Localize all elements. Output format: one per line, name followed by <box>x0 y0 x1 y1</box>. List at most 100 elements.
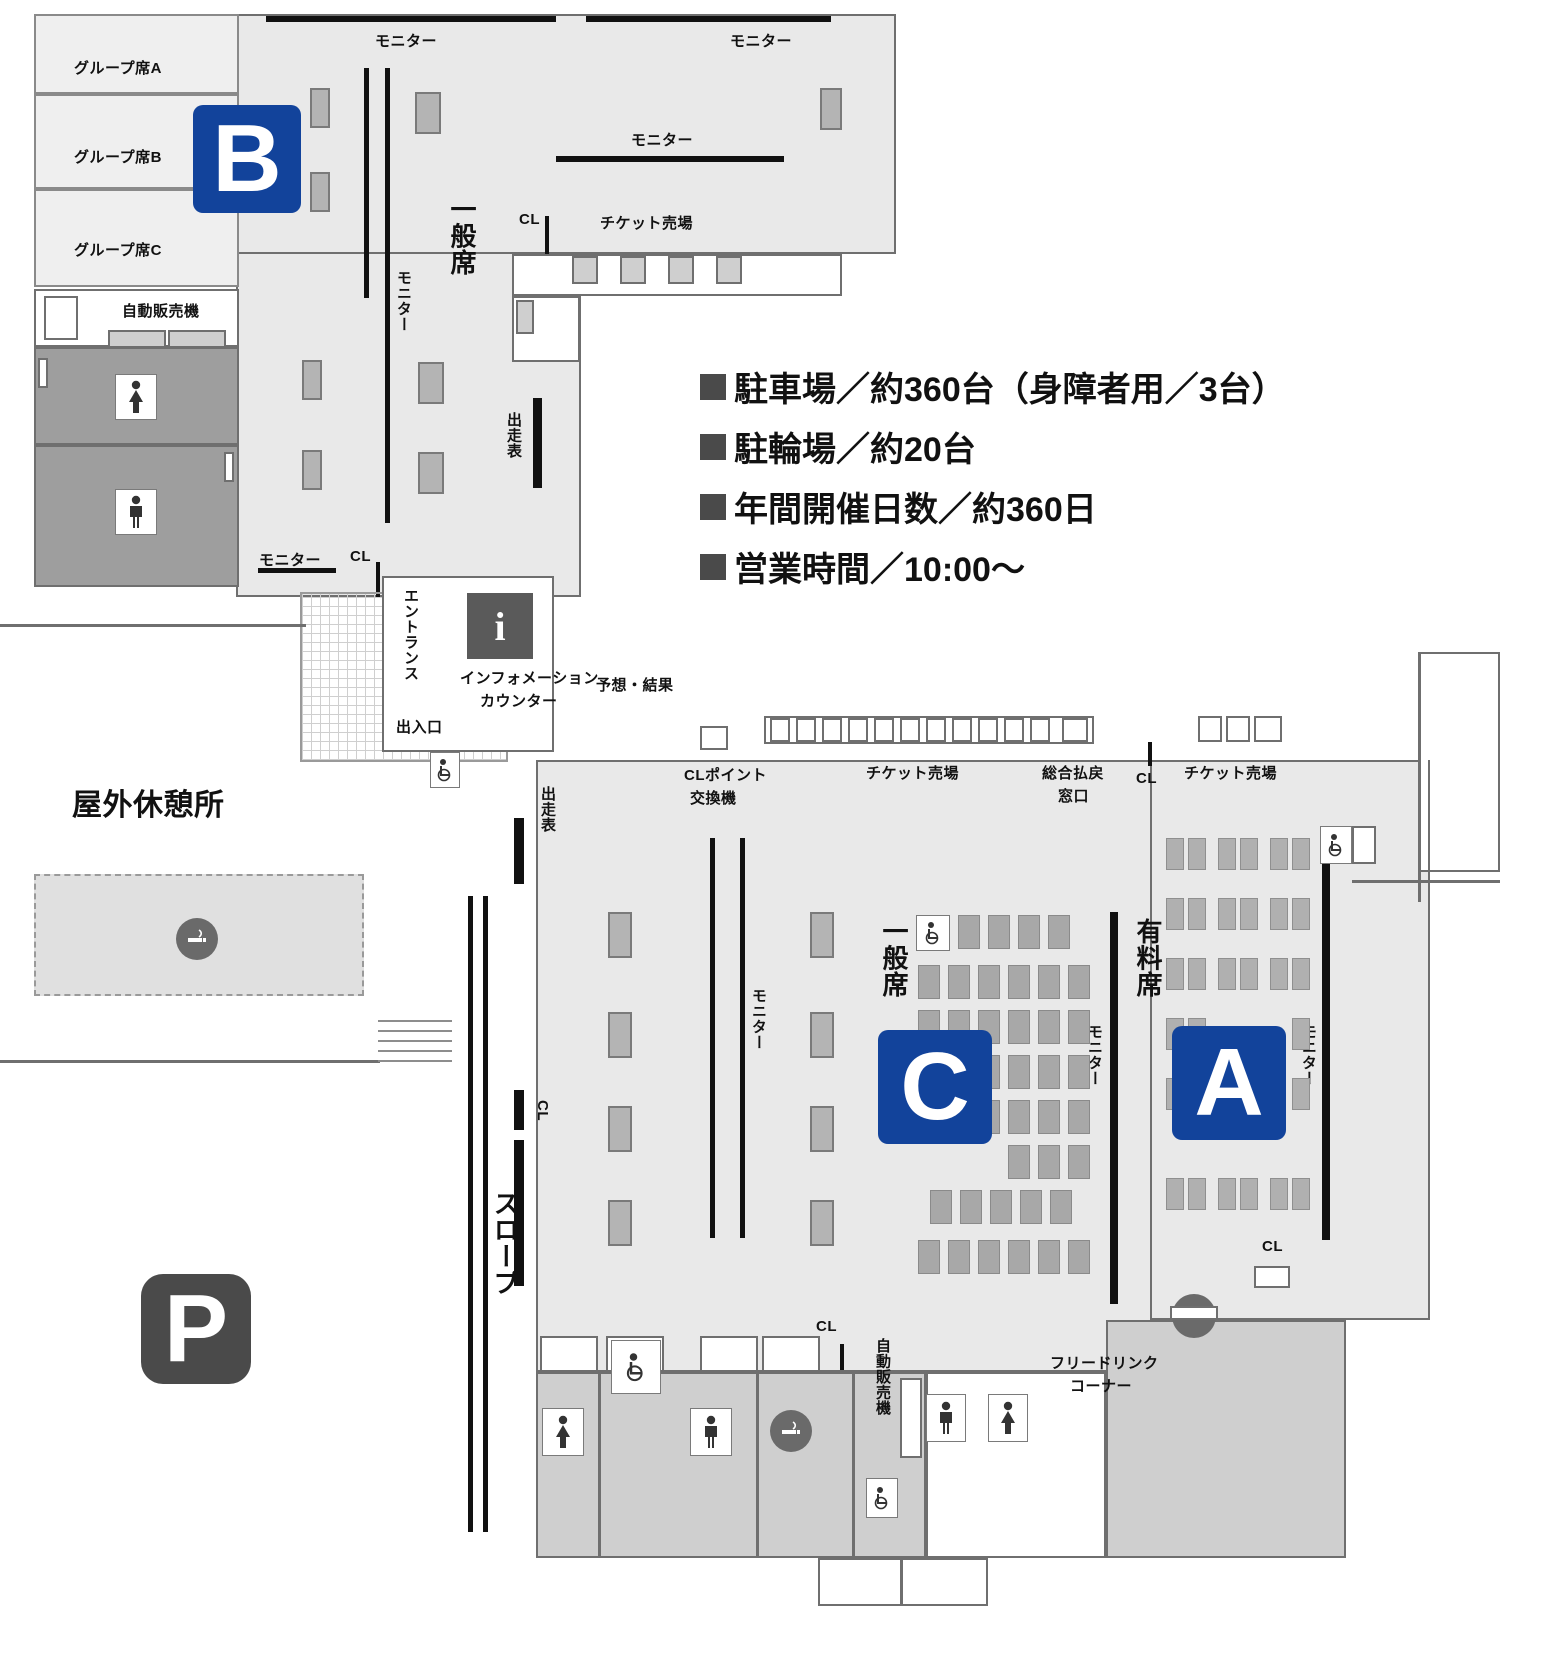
female-restroom-icon-right <box>988 1394 1028 1442</box>
seat <box>990 1190 1012 1224</box>
pillar <box>810 912 834 958</box>
paid-seat <box>1292 958 1310 990</box>
monitor-label-1: モニター <box>375 33 438 50</box>
rail-lower-2 <box>740 838 745 1238</box>
monitor-label-3: モニター <box>631 132 694 149</box>
pillar <box>302 360 322 400</box>
seat <box>1008 1055 1030 1089</box>
race-card-board-lower <box>514 818 524 884</box>
general-seating-label-lower: 一般席 <box>879 918 909 998</box>
ticket-counter-label-upper: チケット売場 <box>600 215 694 232</box>
seat <box>930 1190 952 1224</box>
paid-seat <box>1270 1178 1288 1210</box>
information-i-icon: i <box>494 603 506 649</box>
vending-top-label: 自動販売機 <box>122 303 200 320</box>
ticket-window <box>1254 716 1282 742</box>
information-counter-icon: i <box>467 593 533 659</box>
paid-seat <box>1166 898 1184 930</box>
outdoor-rest-area-label: 屋外休憩所 <box>72 789 225 822</box>
ticket-counter-label-lower: チケット売場 <box>866 765 960 782</box>
seat <box>1068 1145 1090 1179</box>
seat <box>1068 1010 1090 1044</box>
paid-seat <box>1292 1018 1310 1050</box>
cl-label-slope: CL <box>534 1100 551 1121</box>
seat <box>1068 965 1090 999</box>
ticket-window <box>620 256 646 284</box>
paid-seat <box>1188 1178 1206 1210</box>
right-angled-wall <box>1330 760 1430 1320</box>
free-drink-label-1: フリードリンク <box>1050 1355 1159 1372</box>
payout-window-label-1: 総合払戻 <box>1042 765 1105 782</box>
seat <box>960 1190 982 1224</box>
vending-unit-1 <box>44 296 78 340</box>
pillar <box>310 88 330 128</box>
building-outline-right-top <box>1418 652 1500 872</box>
ticket-window <box>926 718 946 742</box>
smoking-icon-lower-mid <box>770 1410 812 1452</box>
cl-point-exchange-label-2: 交換機 <box>690 790 737 807</box>
seat <box>988 915 1010 949</box>
ticket-window <box>1030 718 1050 742</box>
zone-a-badge[interactable]: A <box>1172 1026 1286 1140</box>
ticket-window <box>668 256 694 284</box>
restroom-divider-3 <box>852 1372 855 1558</box>
right-edge-line <box>1418 652 1421 902</box>
zone-c-badge[interactable]: C <box>878 1030 992 1144</box>
male-restroom-icon-lower <box>690 1408 732 1456</box>
ticket-window <box>1198 716 1222 742</box>
rail-lower-1 <box>710 838 715 1238</box>
zone-c-label: C <box>900 1033 970 1140</box>
accessible-entrance-icon <box>430 752 460 788</box>
lower-door-4 <box>762 1336 820 1372</box>
monitor-label-4: モニター <box>259 552 322 569</box>
pillar <box>302 450 322 490</box>
group-seat-b-label: グループ席B <box>74 149 162 166</box>
paid-seat <box>1240 958 1258 990</box>
paid-seat <box>1240 838 1258 870</box>
paid-seating-label: 有料席 <box>1133 918 1163 998</box>
zone-b-badge[interactable]: B <box>193 105 301 213</box>
monitor-vertical-label-1: モニター <box>395 270 412 332</box>
accessible-icon-bottom <box>866 1478 898 1518</box>
monitor-bar-a <box>1322 860 1330 1240</box>
paid-seat <box>1166 838 1184 870</box>
ticket-window <box>1004 718 1024 742</box>
seat <box>1068 1240 1090 1274</box>
ticket-window <box>874 718 894 742</box>
rail-upper-1 <box>364 68 369 298</box>
free-drink-label-2: コーナー <box>1070 1378 1133 1395</box>
pillar <box>810 1200 834 1246</box>
restroom-door-2 <box>224 452 234 482</box>
paid-seat <box>1270 958 1288 990</box>
paid-seat <box>1166 958 1184 990</box>
monitor-bar-c <box>1110 912 1118 1304</box>
restroom-door-1 <box>38 358 48 388</box>
restroom-divider-2 <box>756 1372 759 1558</box>
seat <box>1020 1190 1042 1224</box>
vending-bottom-label: 自動販売機 <box>874 1338 891 1416</box>
seat <box>1038 1145 1060 1179</box>
bottom-exit <box>818 1558 988 1606</box>
pillar <box>418 362 444 404</box>
paid-seat <box>1292 1078 1310 1110</box>
information-counter-label-2: カウンター <box>480 693 558 710</box>
paid-seat <box>1292 1178 1310 1210</box>
seat <box>978 965 1000 999</box>
lower-restroom-strip <box>536 1372 926 1558</box>
paid-seat <box>1270 838 1288 870</box>
accessible-seating-icon-c <box>916 915 950 951</box>
info-line-4-text: 営業時間／10:00〜 <box>734 551 1025 589</box>
ticket-window <box>716 256 742 284</box>
paid-seat <box>1292 898 1310 930</box>
seat <box>1038 1100 1060 1134</box>
info-line-1-text: 駐車場／約360台（身障者用／3台） <box>734 371 1286 409</box>
info-line-4: 営業時間／10:00〜 <box>700 542 1025 591</box>
seat <box>1008 1145 1030 1179</box>
ticket-window <box>952 718 972 742</box>
ticket-window <box>770 718 790 742</box>
pillar <box>415 92 441 134</box>
stairs-outdoor <box>378 1018 452 1064</box>
vending-unit-2 <box>108 330 166 348</box>
paid-seat <box>1188 958 1206 990</box>
ticket-window <box>796 718 816 742</box>
